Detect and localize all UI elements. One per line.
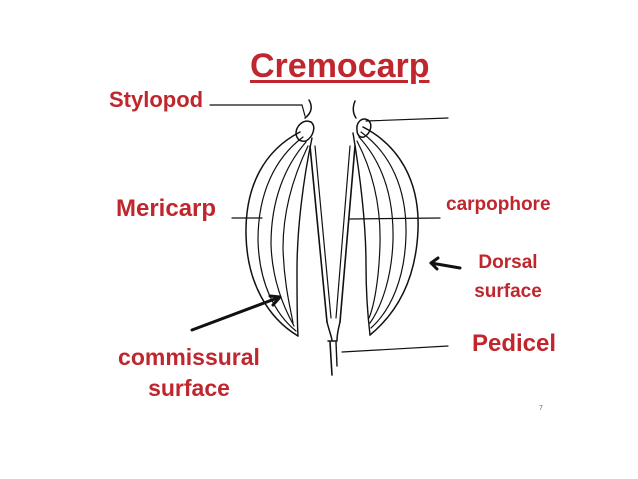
commissural-surface-label: commissural surface [118, 344, 260, 401]
pedicel [326, 321, 341, 376]
left-mericarp [245, 120, 315, 337]
carpophore-label: carpophore [446, 194, 551, 215]
dorsal-surface-label: Dorsal surface [474, 252, 542, 302]
leader-lines [209, 104, 449, 353]
stylopod-right-leader [365, 117, 449, 122]
page-number: 7 [539, 405, 543, 412]
pedicel-label: Pedicel [472, 330, 557, 357]
carpophore-leader [349, 217, 441, 220]
commissural-arrow [190, 294, 282, 332]
dorsal-arrow [429, 256, 462, 271]
slide-title: Cremocarp [250, 47, 430, 85]
right-mericarp [352, 118, 419, 336]
mericarp-label: Mericarp [116, 195, 217, 222]
carpophore [304, 99, 357, 323]
pedicel-leader [341, 345, 449, 353]
stylopod-label: Stylopod [109, 87, 204, 112]
